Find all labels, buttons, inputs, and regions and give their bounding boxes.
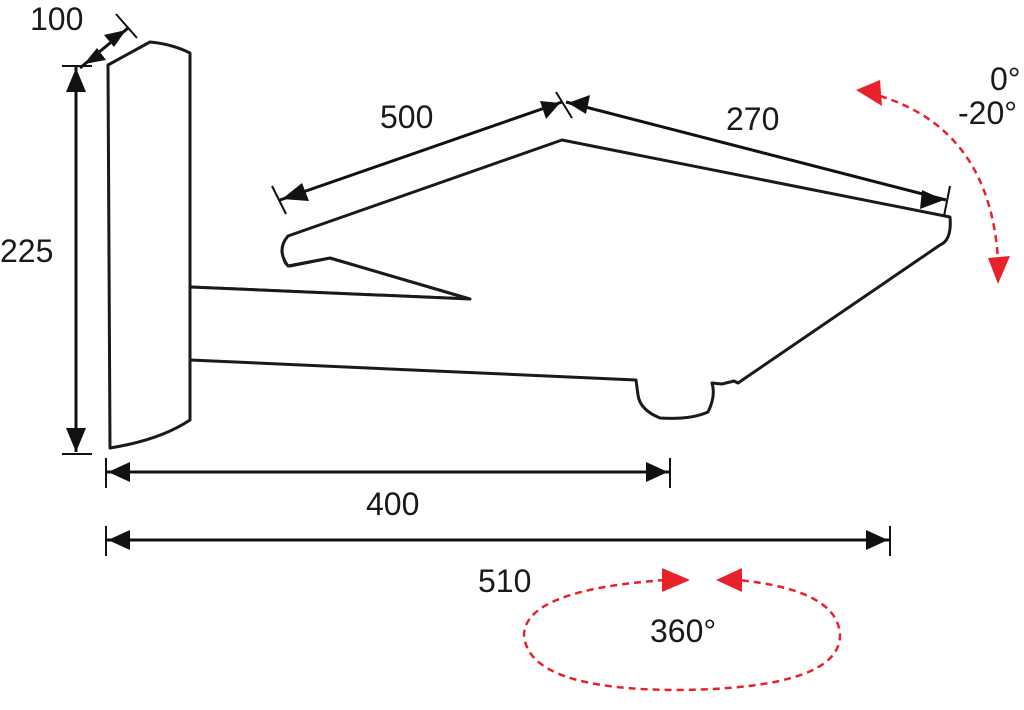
label-rotation: 360° [650, 613, 716, 649]
wall-plate [106, 40, 192, 450]
dimension-platform-front: 270 [555, 91, 951, 217]
label-tilt-min: -20° [958, 95, 1017, 131]
dimension-platform-rear: 500 [271, 99, 563, 215]
dimension-wall-plate-height: 225 [0, 65, 92, 455]
label-100: 100 [30, 1, 83, 37]
dimension-total-depth: 510 [105, 526, 891, 599]
label-510: 510 [478, 563, 531, 599]
rotation-ellipse [522, 578, 842, 692]
label-tilt-max: 0° [990, 61, 1021, 97]
dimension-arm-depth: 400 [105, 458, 671, 522]
label-500: 500 [380, 99, 433, 135]
label-270: 270 [726, 101, 779, 137]
platform-arm [188, 138, 952, 422]
tilt-indicator: 0° -20° [856, 61, 1021, 284]
rotation-arrow-right-icon [662, 568, 690, 592]
label-400: 400 [366, 486, 419, 522]
label-225: 225 [0, 233, 53, 269]
dimension-wall-plate-thickness: 100 [30, 1, 138, 70]
tilt-arrow-top-icon [856, 80, 882, 106]
rotation-arrow-left-icon [716, 568, 742, 592]
tilt-arc [879, 94, 1000, 261]
tilt-arrow-bottom-icon [988, 256, 1010, 284]
rotation-indicator: 360° [522, 568, 842, 692]
